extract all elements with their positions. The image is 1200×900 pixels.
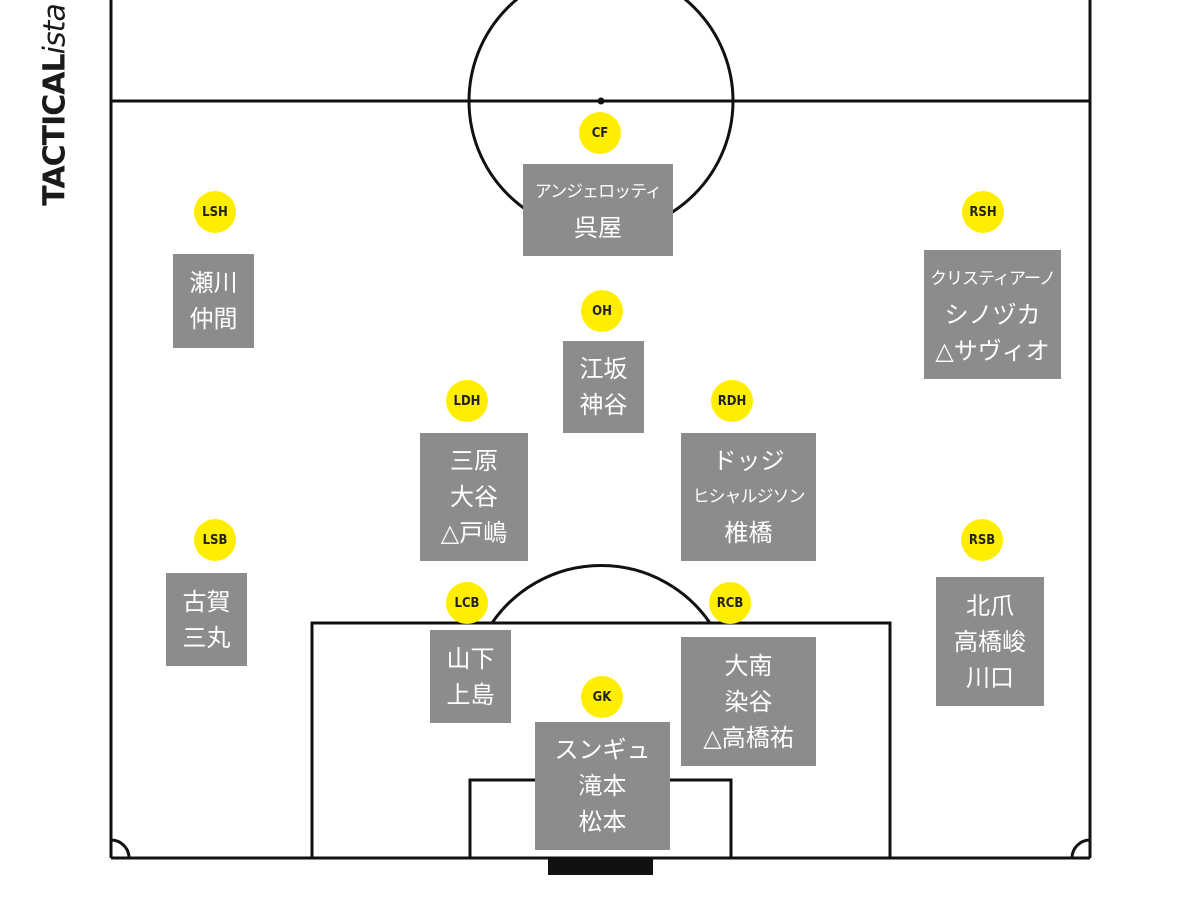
player-card-lsh: 瀬川 仲間: [173, 254, 254, 348]
player-name: 滝本: [578, 772, 627, 800]
player-name: 松本: [578, 808, 627, 836]
player-name: △戸嶋: [440, 519, 508, 547]
player-name: 江坂: [579, 355, 628, 383]
pitch-corner-arc-left: [110, 838, 131, 859]
player-name: スンギュ: [554, 736, 651, 764]
player-name: 上島: [446, 680, 495, 709]
player-name: 山下: [446, 644, 495, 673]
position-badge-ldh: LDH: [446, 380, 488, 422]
player-card-rdh: ドッジ ヒシャルジソン 椎橋: [681, 433, 816, 561]
pitch-corner-arc-right: [1070, 838, 1091, 859]
player-card-rsb: 北爪 高橋峻 川口: [936, 577, 1044, 706]
player-name: 呉屋: [574, 214, 622, 242]
position-badge-cf: CF: [579, 112, 621, 154]
position-badge-lcb: LCB: [446, 582, 488, 624]
position-badge-oh: OH: [581, 290, 623, 332]
player-name: アンジェロッティ: [534, 182, 662, 202]
player-card-lsb: 古賀 三丸: [166, 573, 247, 666]
player-name: 三丸: [182, 623, 231, 652]
player-card-rsh: クリスティアーノ シノヅカ △サヴィオ: [924, 250, 1061, 379]
player-name: ヒシャルジソン: [692, 487, 806, 507]
player-card-rcb: 大南 染谷 △高橋祐: [681, 637, 816, 766]
player-name: 椎橋: [724, 519, 773, 547]
player-name: 北爪: [966, 591, 1014, 620]
pitch-center-spot: [597, 97, 605, 105]
player-name: 仲間: [189, 305, 238, 333]
player-name: △高橋祐: [703, 723, 794, 752]
player-name: 神谷: [579, 391, 628, 419]
position-badge-rsb: RSB: [961, 519, 1003, 561]
position-badge-lsh: LSH: [194, 191, 236, 233]
player-card-oh: 江坂 神谷: [563, 341, 644, 433]
player-name: 高橋峻: [954, 627, 1026, 656]
player-name: △サヴィオ: [935, 336, 1050, 365]
player-name: 大谷: [450, 483, 498, 511]
player-name: 三原: [450, 447, 498, 475]
player-card-cf: アンジェロッティ 呉屋: [523, 164, 673, 256]
player-name: 大南: [724, 651, 773, 680]
position-badge-gk: GK: [581, 676, 623, 718]
player-name: 古賀: [182, 587, 231, 616]
pitch-penalty-arc: [490, 564, 712, 624]
player-name: ドッジ: [712, 447, 785, 475]
pitch-goal: [548, 858, 653, 875]
position-badge-rcb: RCB: [709, 582, 751, 624]
player-name: シノヅカ: [944, 300, 1041, 329]
player-name: 瀬川: [189, 269, 238, 297]
position-badge-rdh: RDH: [711, 380, 753, 422]
player-card-gk: スンギュ 滝本 松本: [535, 722, 670, 850]
player-name: クリスティアーノ: [930, 268, 1056, 289]
player-card-ldh: 三原 大谷 △戸嶋: [420, 433, 528, 561]
player-name: 染谷: [724, 687, 773, 716]
position-badge-lsb: LSB: [194, 519, 236, 561]
player-name: 川口: [966, 663, 1014, 692]
player-card-lcb: 山下 上島: [430, 630, 511, 723]
position-badge-rsh: RSH: [962, 191, 1004, 233]
